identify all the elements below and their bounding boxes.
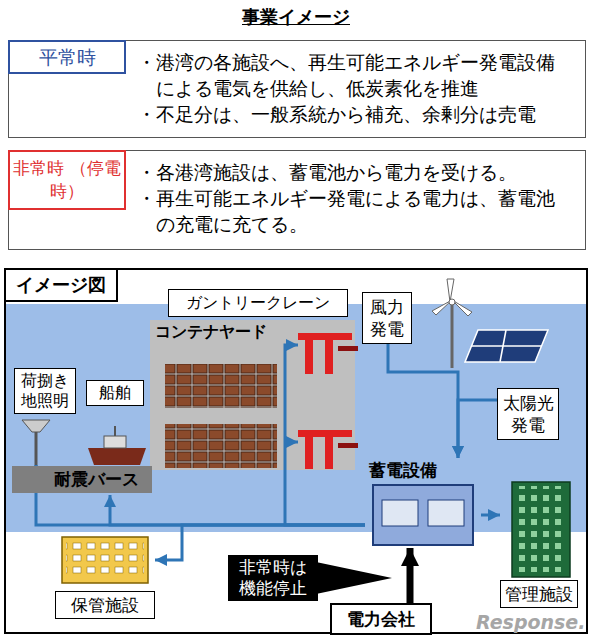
storage-building-part [62, 537, 148, 583]
label-box: 太陽光 発電 [497, 388, 559, 440]
solar-panel-part [471, 345, 541, 347]
gantry-crane-part [338, 443, 358, 448]
sea-ground [6, 304, 588, 532]
connector [388, 344, 458, 458]
connector [407, 548, 414, 603]
solar-panel-part [465, 330, 548, 362]
bullet-text: ・各港湾施設は、蓄電池から電力を受ける。 [137, 159, 555, 185]
crane-wire [285, 345, 298, 470]
wind-turbine-part [449, 299, 455, 305]
storage-node: 保管施設 [55, 535, 155, 619]
containers-part [165, 424, 277, 468]
wind-turbine-part [451, 302, 454, 368]
berth-band: 耐震バース [12, 466, 152, 493]
battery-unit-part [428, 500, 464, 526]
sea-ground-part [6, 304, 588, 532]
storage-building [62, 537, 148, 583]
ship [88, 426, 146, 465]
ship-part [104, 436, 126, 448]
tab-heading: 非常時 （停電時） [8, 150, 126, 210]
management-node: 管理施設 [500, 478, 578, 608]
solar-label: 太陽光 発電 [501, 392, 555, 436]
gantry-crane-part [305, 338, 313, 374]
lighting-pole-part [22, 420, 50, 432]
ship-part [88, 448, 146, 465]
callout-box: 非常時は 機能停止 [228, 555, 318, 601]
connector [285, 470, 365, 525]
lighting-node: 荷捌き 地照明 [14, 368, 76, 465]
page-title: 事業イメージ [0, 4, 592, 30]
label-box: ガントリークレーン [168, 289, 348, 317]
management-building-part [516, 486, 566, 572]
battery-unit-part [382, 500, 418, 526]
wind-label: 風力 発電 [366, 296, 408, 340]
label-box: 風力 発電 [362, 292, 412, 344]
container-yard: コンテナヤード [150, 320, 355, 470]
tab-heading: 平常時 [8, 40, 126, 74]
normal-panel: ・港湾の各施設へ、再生可能エネルギー発電設備による電気を供給し、低炭素化を推進・… [8, 40, 586, 138]
management-label: 管理施設 [500, 580, 578, 608]
wind-turbine [432, 279, 472, 368]
bullet-text: ・不足分は、一般系統から補充、余剰分は売電 [137, 101, 555, 127]
power-company-label: 電力会社 [332, 605, 430, 633]
connector [110, 495, 365, 525]
solar-panel [465, 330, 548, 362]
management-building-part [512, 482, 570, 577]
crane-wire-part [285, 345, 298, 470]
connector [481, 514, 500, 517]
gantry-crane-part [305, 435, 313, 469]
text-column: ・港湾の各施設へ、再生可能エネルギー発電設備による電気を供給し、低炭素化を推進・… [137, 49, 555, 127]
emergency-panel: ・各港湾施設は、蓄電池から電力を受ける。・再生可能エネルギー発電による電力は、蓄… [8, 150, 586, 250]
image-frame: イメージ図コンテナヤード ガントリークレーン風力 発電太陽光 発電 荷捌き 地照明船… [4, 268, 588, 634]
gantry-crane-part [325, 338, 333, 374]
frame-heading: イメージ図 [6, 270, 118, 302]
watermark: Response. [476, 610, 585, 634]
callout-pointer [316, 562, 392, 594]
battery-unit [373, 485, 473, 545]
lighting-label: 荷捌き 地照明 [14, 368, 76, 414]
bullet-text: ・再生可能エネルギー発電による電力は、蓄電池の充電に充てる。 [137, 185, 555, 237]
gantry-crane-part [325, 435, 333, 469]
battery-node: 蓄電設備 [365, 458, 481, 548]
crane-label: ガントリークレーン [169, 290, 347, 316]
text-column: ・各港湾施設は、蓄電池から電力を受ける。・再生可能エネルギー発電による電力は、蓄… [137, 159, 555, 237]
battery-label: 蓄電設備 [365, 458, 481, 482]
yard-ground-part [150, 320, 355, 470]
gantry-crane [298, 333, 358, 469]
bullet-text: ・港湾の各施設へ、再生可能エネルギー発電設備による電気を供給し、低炭素化を推進 [137, 49, 555, 101]
battery-unit-part [373, 485, 473, 545]
lighting-pole-part [35, 430, 38, 466]
label-box: 電力会社 [330, 603, 432, 635]
connector [458, 400, 497, 458]
containers-part [165, 364, 277, 408]
storage-label: 保管施設 [55, 591, 155, 619]
callout-pointer-part [316, 562, 392, 594]
storage-building-part [66, 541, 144, 577]
callout-text: 非常時は 機能停止 [230, 557, 316, 599]
wind-turbine-part [447, 279, 454, 302]
management-building [512, 482, 570, 577]
lighting-pole [22, 420, 50, 466]
crane-wire-part [285, 441, 298, 444]
berth-label: 耐震バース [12, 466, 152, 493]
yard-ground [150, 320, 355, 470]
gantry-crane-part [338, 346, 358, 351]
ship-part [114, 426, 116, 436]
containers [165, 364, 277, 468]
ship-label: 船舶 [86, 380, 144, 406]
area-label: コンテナヤード [155, 322, 267, 342]
